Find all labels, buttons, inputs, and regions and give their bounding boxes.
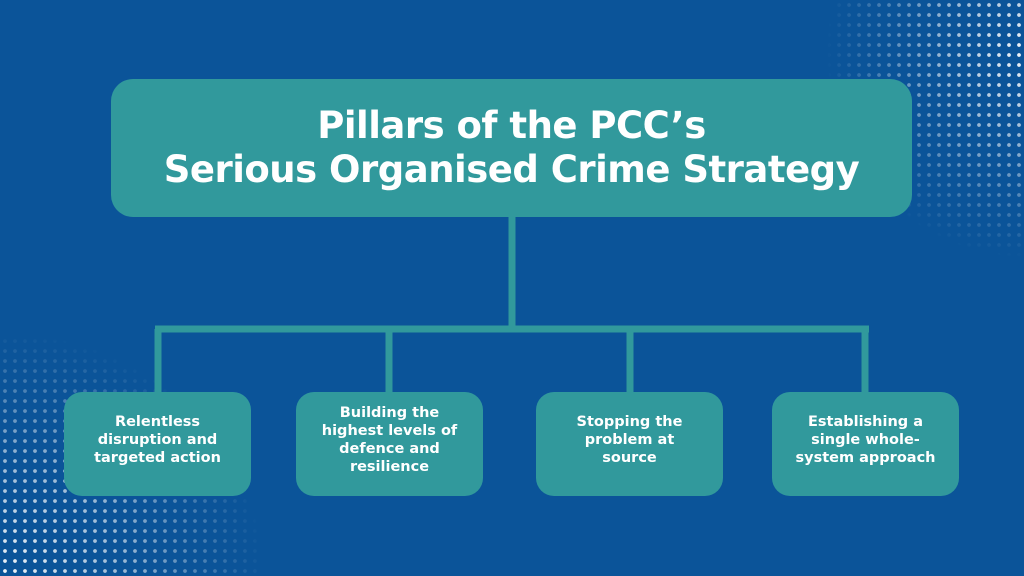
pillar-label-2: Building the highest levels of defence a… [321,405,458,475]
pillar-label-4: Establishing a single whole-system appro… [795,414,936,466]
pillar-box-3: Stopping the problem at source [536,392,723,496]
pillar-box-1: Relentless disruption and targeted actio… [64,392,251,496]
title-line-2: Serious Organised Crime Strategy [163,148,860,191]
pillar-box-4: Establishing a single whole-system appro… [772,392,959,496]
pillar-box-2: Building the highest levels of defence a… [296,392,483,496]
title-box: Pillars of the PCC’s Serious Organised C… [111,79,912,217]
title-line-1: Pillars of the PCC’s [317,104,706,147]
pillar-label-3: Stopping the problem at source [576,414,683,466]
pillar-label-1: Relentless disruption and targeted actio… [94,414,221,466]
